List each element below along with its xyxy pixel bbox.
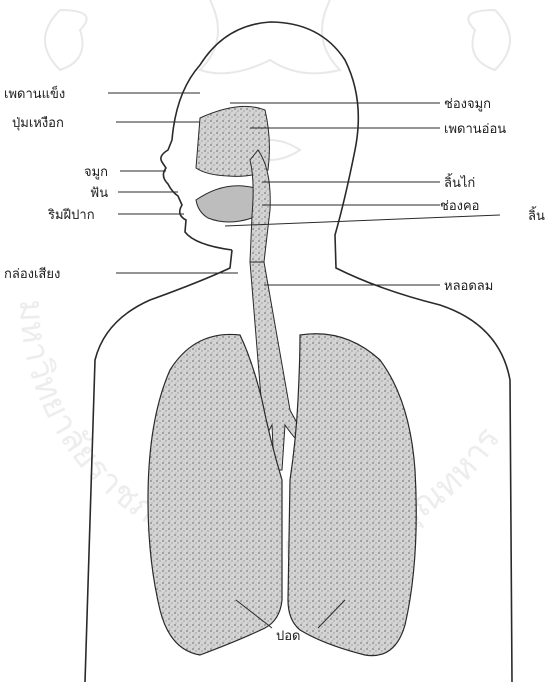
label-trachea: หลอดลม [444,279,493,294]
label-nose: จมูก [84,165,108,180]
label-lips: ริมฝีปาก [47,207,95,223]
label-uvula: ลิ้นไก่ [444,173,475,191]
label-pharynx: ช่องคอ [440,199,479,214]
label-tongue: ลิ้น [528,206,545,224]
label-teeth: ฟัน [90,186,108,201]
right-lung-shape [288,334,416,656]
watermark-seal [45,0,510,160]
label-hard-palate: เพดานแข็ง [4,84,65,102]
label-nasal-cavity: ช่องจมูก [444,97,491,112]
label-lungs: ปอด [276,629,301,644]
label-larynx: กล่องเสียง [4,266,60,282]
label-gum-ridge: ปุ่มเหงือก [12,115,64,131]
tongue-shape [196,186,258,222]
label-soft-palate: เพดานอ่อน [444,122,506,137]
